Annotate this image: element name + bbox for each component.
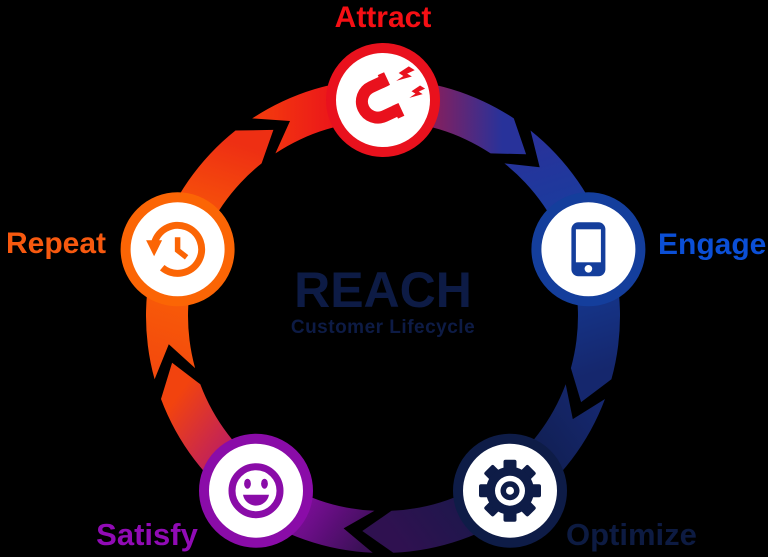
smartphone-icon (571, 222, 606, 277)
ring-segment-engage (504, 130, 621, 403)
history-icon (146, 221, 206, 277)
ring-segment-satisfy (161, 362, 375, 553)
node-optimize (453, 433, 567, 548)
gear-icon (479, 459, 541, 522)
cycle-subtitle: Customer Lifecycle (290, 317, 476, 338)
label-engage: Engage (658, 228, 767, 261)
smiley-icon (228, 463, 284, 519)
node-repeat (120, 192, 235, 307)
cycle-title: REACH (294, 262, 472, 318)
label-attract: Attract (334, 1, 432, 34)
magnet-icon (355, 66, 426, 124)
ring-segment-repeat (145, 129, 274, 380)
ring-segment-optimize (362, 384, 605, 553)
label-satisfy: Satisfy (96, 517, 198, 552)
node-engage (531, 192, 646, 307)
node-attract (326, 43, 440, 157)
node-satisfy (199, 433, 313, 548)
label-optimize: Optimize (566, 517, 697, 552)
label-repeat: Repeat (5, 227, 107, 260)
node-circle-satisfy (199, 433, 313, 548)
node-circle-attract (326, 43, 440, 157)
